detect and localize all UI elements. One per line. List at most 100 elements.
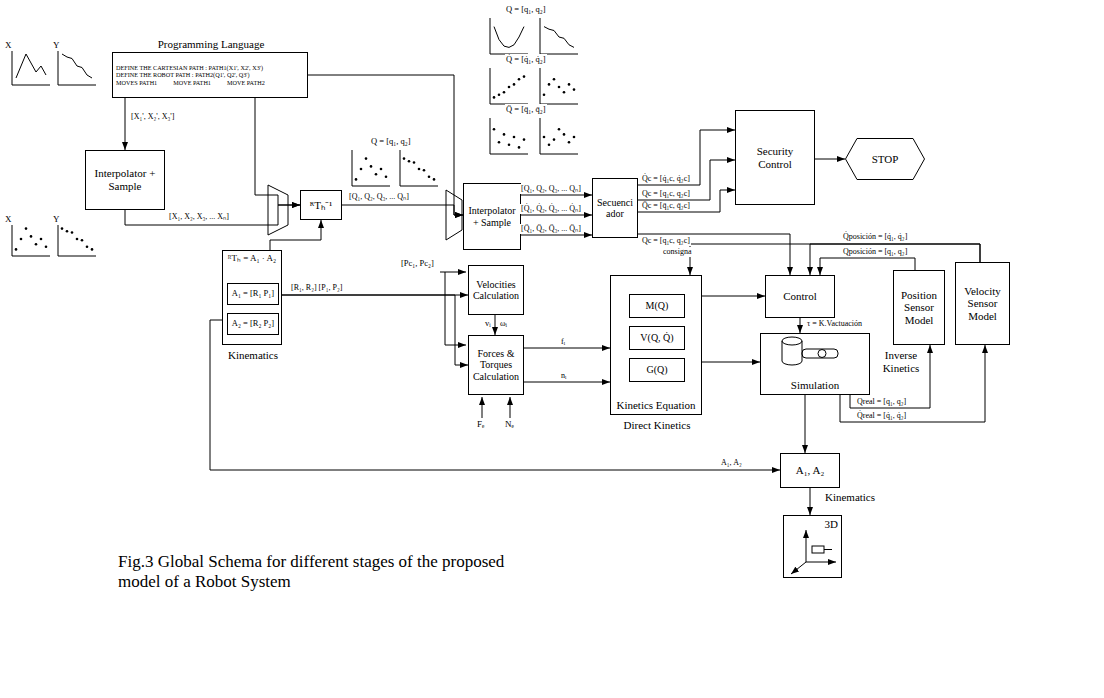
node-text: Forces & Torques Calculation — [472, 348, 520, 383]
plot-axes — [12, 220, 50, 256]
plot-point — [428, 176, 431, 179]
plot-point — [523, 138, 526, 141]
plot-curve — [62, 54, 92, 78]
plot-point — [86, 246, 89, 249]
node-heading: Kinematics — [223, 349, 283, 362]
plot-point — [61, 227, 64, 230]
connector — [342, 205, 463, 215]
signal-label: Qc = [q₁c, q₂c] — [641, 236, 691, 246]
connector — [210, 320, 780, 470]
process-box: Interpolator + Sample — [85, 150, 165, 210]
plot-curve — [16, 54, 46, 78]
plot-point — [513, 83, 516, 86]
plot-point — [360, 168, 363, 171]
figure-caption: Fig.3 Global Schema for different stages… — [118, 552, 508, 593]
connector — [638, 234, 790, 275]
matrix-box: M(Q) — [629, 294, 685, 318]
plot-point — [423, 169, 426, 172]
plot-curve — [494, 27, 524, 48]
input-arrow — [482, 397, 483, 418]
signal-label: Q̈c = [q̈₁c, q̈₂c] — [641, 201, 691, 211]
plot-point — [503, 91, 506, 94]
plot-point — [45, 246, 48, 249]
node-text: A₂ = [R₂ P₂] — [232, 319, 274, 329]
plot-point — [543, 94, 546, 97]
annotation-label: Y — [52, 214, 61, 225]
plot-point — [66, 230, 69, 233]
plot-point — [25, 227, 28, 230]
plot-axes — [490, 18, 528, 54]
process-box: Interpolator + Sample — [463, 183, 521, 250]
connector — [638, 190, 735, 212]
plot-point — [573, 88, 576, 91]
node-text: Kinetics Equation — [616, 399, 695, 412]
plot-point — [513, 136, 516, 139]
connector — [850, 345, 930, 408]
plot-point — [20, 238, 23, 241]
plot-point — [518, 146, 521, 149]
node-text: A₁, A₂ — [796, 464, 824, 477]
kinetics-box: Kinetics EquationDirect KineticsM(Q)V(Q,… — [610, 275, 702, 415]
node-text: ᴿTₕ⁻¹ — [310, 199, 333, 212]
process-box: ᴿTₕ⁻¹ — [300, 190, 342, 220]
plot-point — [418, 168, 421, 171]
signal-label: Qc = [q₁c, q₂c] — [641, 189, 691, 199]
view-3d-box: 3D — [783, 515, 842, 578]
node-heading: Inverse Kinetics — [874, 349, 928, 374]
node-text: Security Control — [739, 145, 811, 170]
plot-point — [553, 78, 556, 81]
signal-label: [Q̈₁, Q̈₂, Q̈₃, ... Q̈ₙ] — [520, 224, 582, 234]
signal-label: Q̇c = [q̇₁c, q̇₂c] — [641, 174, 691, 184]
node-text: DEFINE THE CARTESIAN PATH : PATH1(X1', X… — [116, 64, 304, 71]
plot-point — [498, 141, 501, 144]
annotation-label: Q = [q₁, q₂] — [505, 4, 547, 14]
plot-point — [40, 238, 43, 241]
plot-axes — [12, 45, 50, 85]
input-arrow — [440, 272, 466, 273]
node-text: Velocity Sensor Model — [959, 285, 1006, 323]
plot-point — [563, 133, 566, 136]
node-text: A₁ = [R₁ P₁] — [232, 289, 274, 299]
plot-point — [365, 157, 368, 160]
annotation-label: vᵢ — [484, 318, 492, 328]
annotation-label: ωᵢ — [499, 318, 508, 328]
matrix-box: V(Q, Q̇) — [629, 326, 685, 350]
plot-axes — [540, 118, 578, 154]
sensor-box: Velocity Sensor Model — [955, 262, 1010, 345]
node-heading: Direct Kinetics — [611, 419, 703, 432]
signal-label: fᵢ — [560, 337, 566, 347]
plot-point — [493, 128, 496, 131]
annotation-label: Fₑ — [476, 419, 485, 430]
connector — [805, 395, 806, 453]
connector — [840, 345, 985, 422]
plot-point — [498, 94, 501, 97]
plot-point — [558, 128, 561, 131]
annotation-label: X — [4, 40, 13, 51]
node-text: Velocities Calculation — [472, 279, 520, 302]
plot-point — [385, 176, 388, 179]
connector — [270, 220, 321, 250]
process-box: Forces & Torques Calculation — [468, 335, 524, 395]
plot-point — [493, 96, 496, 99]
signal-label: [R₁, R₂] [P₁, P₂] — [290, 283, 343, 293]
connector — [521, 235, 592, 236]
node-text: G(Q) — [646, 364, 667, 376]
signal-label: τ = K.Vactuación — [806, 319, 863, 329]
plot-point — [563, 91, 566, 94]
connector — [125, 205, 300, 225]
plot-point — [408, 160, 411, 163]
connector — [125, 98, 126, 150]
node-text: M(Q) — [646, 300, 669, 312]
node-text: MOVES PATH1 — [116, 79, 157, 86]
plot-point — [413, 161, 416, 164]
connector — [495, 315, 496, 335]
annotation-label: Q̈ = [q̈₁, q̈₂] — [505, 104, 547, 114]
signal-label: nᵢ — [560, 371, 567, 381]
signal-label: [Q₁, Q₂, Q₃, ... Qₙ] — [520, 184, 582, 194]
signal-label: Q̇real = [q̇₁, q̇₂] — [856, 411, 907, 421]
stop-hexagon: STOP — [845, 138, 925, 180]
plot-point — [548, 83, 551, 86]
plot-axes — [490, 68, 528, 104]
node-text: 3D — [825, 518, 838, 531]
